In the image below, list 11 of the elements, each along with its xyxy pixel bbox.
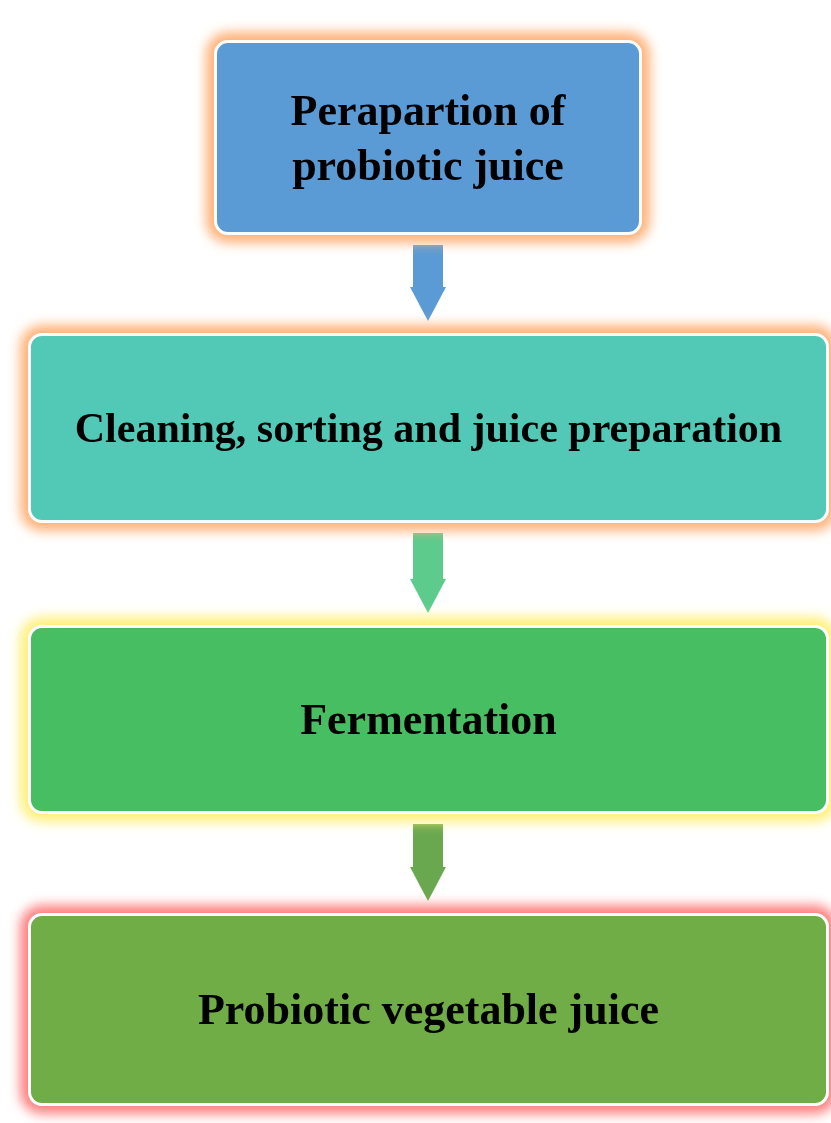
step-label: Fermentation [299,694,558,746]
down-arrow [410,533,446,613]
step-label: Perapartion of probiotic juice [289,84,567,192]
process-box [214,40,642,235]
step-label: Cleaning, sorting and juice preparation [73,403,784,453]
process-box [28,913,829,1106]
step-label: Probiotic vegetable juice [196,984,661,1036]
process-box [28,625,829,814]
down-arrow [410,824,446,901]
down-arrow [410,245,446,321]
process-box [28,333,829,523]
